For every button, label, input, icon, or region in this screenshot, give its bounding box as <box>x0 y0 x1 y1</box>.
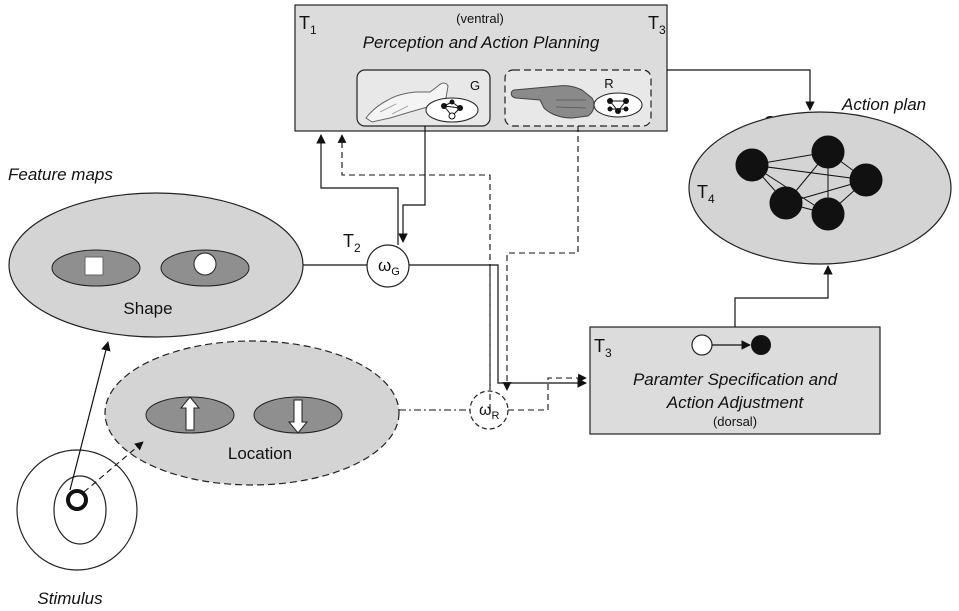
shape-map: Shape <box>8 192 304 338</box>
t1-label: T1 <box>299 13 317 37</box>
stimulus-group: Stimulus <box>16 449 138 608</box>
omega-g-symbol: ωG <box>378 256 400 278</box>
stimulus-ring <box>66 489 88 511</box>
plan-node-2 <box>811 135 845 169</box>
action-plan-group: Action plan G' T4 <box>688 95 952 265</box>
omega-g-node: T2 ωG <box>343 231 410 288</box>
plan-node-1 <box>735 148 769 182</box>
plan-node-4 <box>769 186 803 220</box>
perception-title: Perception and Action Planning <box>363 33 600 52</box>
down-arrow-icon <box>287 399 309 434</box>
stimulus-label: Stimulus <box>37 589 103 608</box>
grasping-hand-icon <box>365 82 449 123</box>
feature-maps-title: Feature maps <box>8 165 113 184</box>
parameter-title-line1: Paramter Specification and <box>633 370 838 389</box>
plan-node-3 <box>849 163 883 197</box>
ventral-label: (ventral) <box>456 11 504 26</box>
action-plan-ellipse <box>688 111 952 265</box>
omega-r-symbol: ωR <box>479 402 500 422</box>
point-network-nodes <box>607 98 629 114</box>
t3-bottom-label: T3 <box>594 336 612 360</box>
square-icon <box>84 256 104 276</box>
point-network-icon <box>593 92 643 118</box>
grasp-label: G <box>470 78 480 93</box>
shape-label: Shape <box>123 299 172 318</box>
parameter-box: T3 Paramter Specification and Action Adj… <box>589 326 881 435</box>
open-circle-icon <box>691 334 713 356</box>
location-map: Location <box>104 340 400 486</box>
point-panel: R <box>504 69 652 127</box>
action-plan-title: Action plan <box>841 95 926 114</box>
connectors <box>69 69 833 493</box>
location-label: Location <box>228 444 292 463</box>
omega-r-node: ωR <box>469 390 509 430</box>
grasp-network-nodes <box>441 99 463 120</box>
t2-label: T2 <box>343 231 361 255</box>
location-ellipse <box>104 340 400 486</box>
filled-circle-icon <box>751 335 771 355</box>
up-arrow-icon <box>179 396 201 431</box>
grasp-network-icon <box>425 97 479 123</box>
t3-top-label: T3 <box>648 13 666 37</box>
action-network <box>735 135 883 231</box>
dorsal-label: (dorsal) <box>713 414 757 429</box>
t4-label: T4 <box>697 182 715 206</box>
point-label: R <box>604 76 613 91</box>
pointing-hand-icon <box>510 85 595 119</box>
parameter-title-line2: Action Adjustment <box>666 393 805 412</box>
circle-icon <box>193 252 217 276</box>
perception-box: T1 T3 (ventral) Perception and Action Pl… <box>294 4 668 132</box>
grasp-panel: G <box>356 69 491 127</box>
plan-node-5 <box>811 197 845 231</box>
